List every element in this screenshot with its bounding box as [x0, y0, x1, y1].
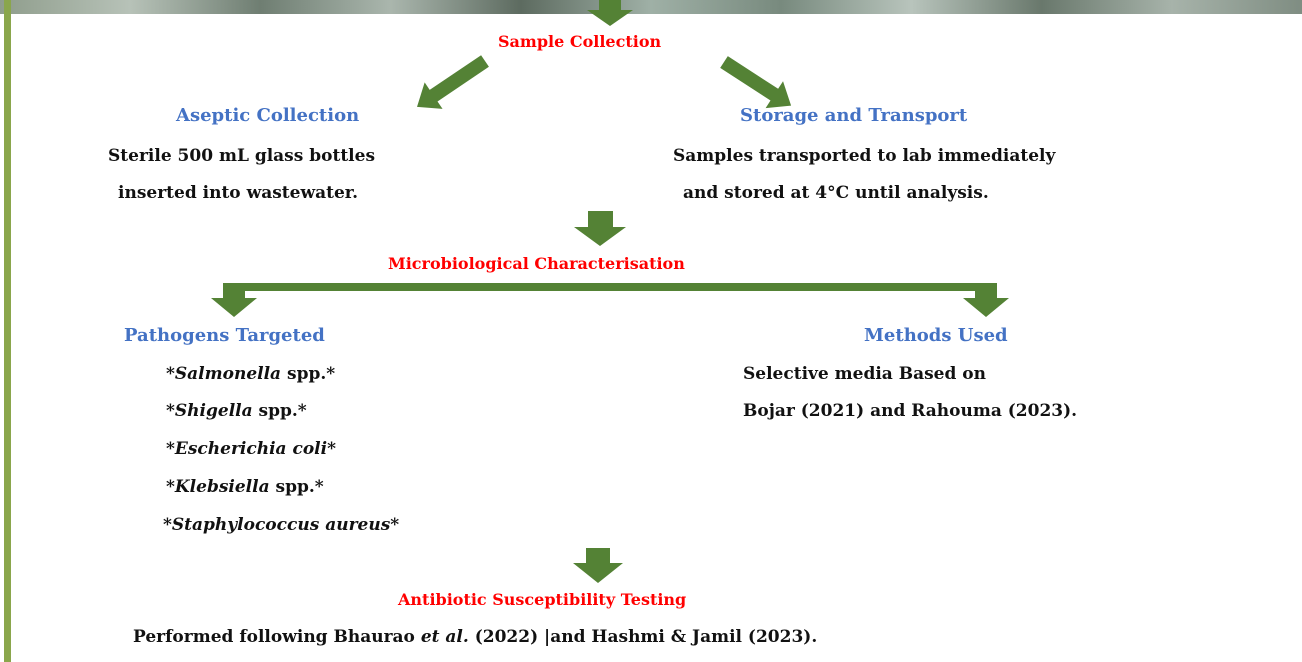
pathogen-item: *Escherichia coli*	[166, 439, 336, 459]
step-title-microbiological: Microbiological Characterisation	[388, 254, 685, 273]
down-arrow-middle	[574, 211, 626, 246]
branch-arrow-left	[211, 283, 257, 317]
background-photo-strip	[0, 0, 1302, 14]
diagonal-arrow-right	[720, 56, 792, 109]
methods-line-1: Selective media Based on	[743, 364, 986, 384]
heading-methods-used: Methods Used	[864, 325, 1008, 346]
methods-line-2: Bojar (2021) and Rahouma (2023).	[743, 401, 1078, 421]
down-arrow-top	[587, 0, 633, 26]
pathogen-item: *Shigella spp.*	[166, 401, 307, 421]
heading-aseptic-collection: Aseptic Collection	[176, 105, 360, 126]
diagonal-arrow-left	[417, 55, 489, 109]
storage-line-1: Samples transported to lab immediately	[673, 146, 1056, 166]
heading-pathogens-targeted: Pathogens Targeted	[124, 325, 325, 346]
pathogen-item: *Salmonella spp.*	[166, 364, 336, 384]
step-title-antibiotic-testing: Antibiotic Susceptibility Testing	[398, 590, 687, 609]
down-arrow-bottom	[573, 548, 623, 583]
storage-line-2: and stored at 4°C until analysis.	[683, 183, 989, 203]
step-title-sample-collection: Sample Collection	[498, 32, 662, 51]
heading-storage-transport: Storage and Transport	[740, 105, 968, 126]
pathogen-item: *Staphylococcus aureus*	[163, 515, 400, 535]
left-accent-bar	[4, 0, 11, 662]
ast-description: Performed following Bhaurao et al. (2022…	[133, 627, 818, 647]
branch-bar	[224, 283, 989, 291]
pathogen-item: *Klebsiella spp.*	[166, 477, 324, 497]
aseptic-line-1: Sterile 500 mL glass bottles	[108, 146, 376, 166]
branch-arrow-right	[963, 283, 1009, 317]
aseptic-line-2: inserted into wastewater.	[118, 183, 359, 203]
